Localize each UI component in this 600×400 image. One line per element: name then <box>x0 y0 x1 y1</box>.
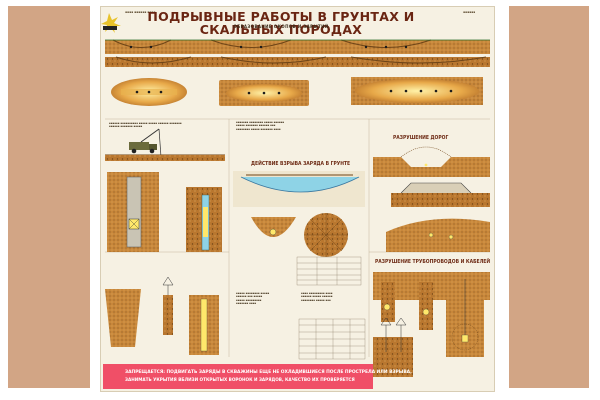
drilling-truck-icon <box>129 128 162 158</box>
warning-line-2: ЗАНИМАТЬ УКРЫТИЯ ВБЛИЗИ ОТКРЫТЫХ ВОРОНОК… <box>125 377 355 382</box>
section-heading-pipes: РАЗРУШЕНИЕ ТРУБОПРОВОДОВ И КАБЕЛЕЙ <box>375 259 491 265</box>
lower-pit-1 <box>105 289 141 347</box>
deep-shaft-1 <box>107 172 159 252</box>
lower-pit-2 <box>162 276 174 335</box>
deep-shaft-2 <box>186 187 222 252</box>
poster-title: ПОДРЫВНЫЕ РАБОТЫ В ГРУНТАХ И СКАЛЬНЫХ ПО… <box>147 9 415 37</box>
corner-caption-left: ▪▪▪▪ ▪▪▪▪▪▪ ▪▪▪▪ <box>125 10 156 14</box>
lower-pit-3 <box>189 295 219 355</box>
small-crater-diagram <box>251 217 296 237</box>
corner-caption-right: ▪▪▪▪▪▪ <box>463 10 476 14</box>
reference-table-1 <box>296 256 362 286</box>
trench-strip-row-1 <box>105 39 490 54</box>
section-heading-roads: РАЗРУШЕНИЕ ДОРОГ <box>393 135 449 141</box>
charge-cavity-row <box>111 77 483 106</box>
poster-illustrations <box>101 13 490 377</box>
note-block-1: ▪▪▪▪▪▪ ▪▪▪▪▪▪▪▪▪▪ ▪▪▪▪▪ ▪▪▪▪▪ ▪▪▪▪▪▪ ▪▪▪… <box>109 122 182 129</box>
road-destruction-diagram-3 <box>386 218 490 252</box>
reference-table-2 <box>298 318 366 360</box>
poster-sheet: ▪▪▪▪ ▪▪▪▪▪▪ ▪▪▪▪ ▪▪▪▪▪▪ ПОДРЫВНЫЕ РАБОТЫ… <box>100 6 495 392</box>
note-block-4: ▪▪▪▪▪ ▪▪▪▪▪▪▪▪ ▪▪▪▪▪▪▪▪▪▪▪ ▪▪▪ ▪▪▪▪▪▪▪▪▪… <box>236 292 270 306</box>
spherical-cavity-diagram <box>304 213 348 257</box>
warning-line-1: ЗАПРЕЩАЕТСЯ: ПОДВИГАТЬ ЗАРЯДЫ В СКВАЖИНЫ… <box>125 370 412 375</box>
warning-banner: ЗАПРЕЩАЕТСЯ: ПОДВИГАТЬ ЗАРЯДЫ В СКВАЖИНЫ… <box>103 364 412 389</box>
left-frame-panel <box>8 6 90 388</box>
explosion-logo-icon <box>101 13 121 33</box>
note-block-3: ▪▪▪▪ ▪▪▪▪▪▪▪▪▪ ▪▪▪▪▪▪▪▪▪▪ ▪▪▪▪▪ ▪▪▪▪▪▪▪▪… <box>301 292 333 302</box>
crater-water-diagram <box>233 171 365 207</box>
cable-trench-diagram <box>373 317 413 377</box>
section-heading-charge-action: ДЕЙСТВИЕ ВЗРЫВА ЗАРЯДА В ГРУНТЕ <box>251 161 351 167</box>
poster-subtitle: ОБРАЗОВАНИЕ ОКОПОВ И ЗАРЫТИЙ <box>233 24 329 29</box>
right-frame-panel <box>509 6 589 388</box>
road-destruction-diagram-1 <box>373 146 490 177</box>
road-destruction-diagram-2 <box>391 182 490 207</box>
pipe-destruction-diagram <box>373 272 490 357</box>
trench-strip-row-2 <box>105 56 490 67</box>
ground-profile-left <box>105 155 225 161</box>
note-block-2: ▪▪▪▪▪▪▪ ▪▪▪▪▪▪▪▪ ▪▪▪▪▪ ▪▪▪▪▪▪▪▪▪▪▪ ▪▪▪▪▪… <box>236 121 285 131</box>
